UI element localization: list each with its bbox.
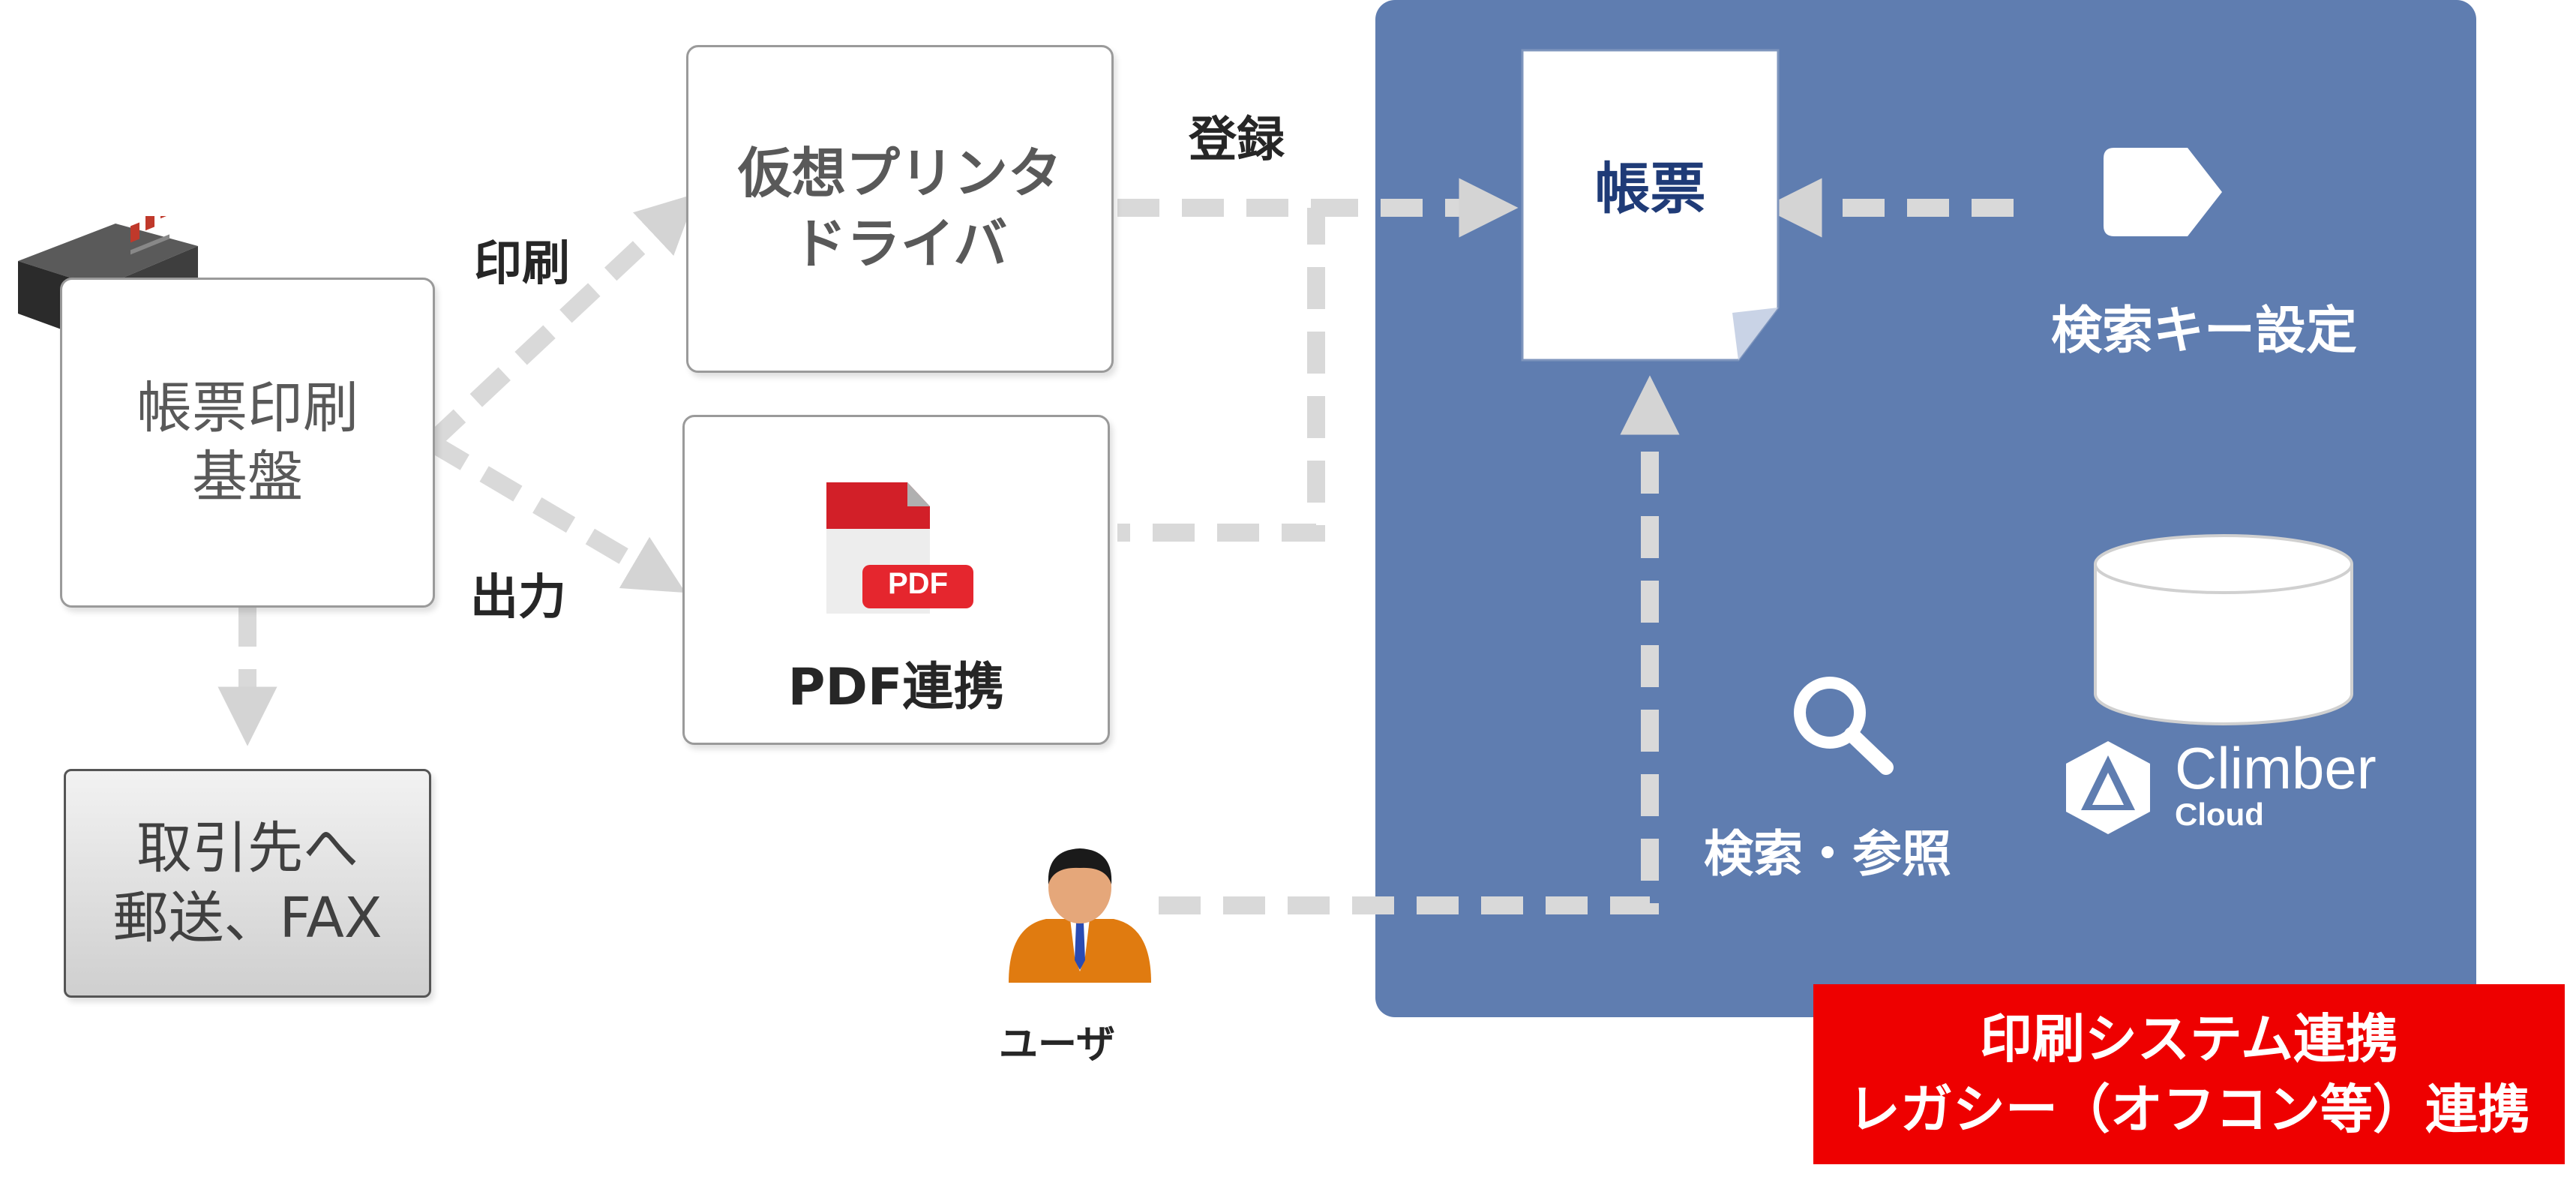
edge-label-register: 登録 [1189, 113, 1285, 168]
document-icon [1521, 49, 1780, 362]
banner-line-2: レガシー（オフコン等）連携 [1848, 1079, 2530, 1140]
arrow-register [1117, 199, 1325, 542]
arrow-print [424, 193, 697, 449]
arrow-user-search [1159, 375, 1680, 914]
banner-line-1: 印刷システム連携 [1980, 1007, 2398, 1070]
climber-logo-mark-icon [2064, 739, 2152, 836]
climber-logo-line1: Climber [2175, 735, 2377, 801]
tag-icon [2104, 148, 2224, 236]
pdf-icon-text: PDF [888, 567, 948, 600]
pdf-link-label: PDF連携 [787, 658, 1005, 717]
mail-fax-label-2: 郵送、FAX [112, 885, 382, 950]
mail-fax-label-1: 取引先へ [136, 816, 358, 881]
integration-banner: 印刷システム連携 レガシー（オフコン等）連携 [1813, 984, 2565, 1164]
edge-label-print: 印刷 [474, 236, 570, 292]
search-view-label: 検索・参照 [1704, 825, 1951, 883]
climber-logo-text: Climber Cloud [2175, 739, 2377, 832]
pdf-file-icon: PDF [825, 482, 979, 617]
arrow-output [426, 434, 686, 593]
magnifier-icon [1789, 671, 1901, 776]
search-key-label: 検索キー設定 [2051, 302, 2358, 361]
mail-fax-box: 取引先へ 郵送、FAX [64, 769, 431, 998]
virtual-printer-box: 仮想プリンタ ドライバ [686, 45, 1114, 373]
database-icon [2092, 533, 2355, 728]
virtual-printer-label-2: ドライバ [792, 212, 1008, 275]
print-platform-box: 帳票印刷 基盤 [60, 278, 435, 608]
edge-label-output: 出力 [470, 570, 566, 626]
climber-logo-line2: Cloud [2175, 797, 2264, 832]
print-platform-label-1: 帳票印刷 [136, 375, 358, 440]
virtual-printer-label-1: 仮想プリンタ [737, 141, 1062, 205]
document-label: 帳票 [1594, 157, 1706, 221]
print-platform-label-2: 基盤 [192, 445, 303, 509]
user-icon [1001, 836, 1159, 986]
user-label: ユーザ [999, 1022, 1115, 1067]
